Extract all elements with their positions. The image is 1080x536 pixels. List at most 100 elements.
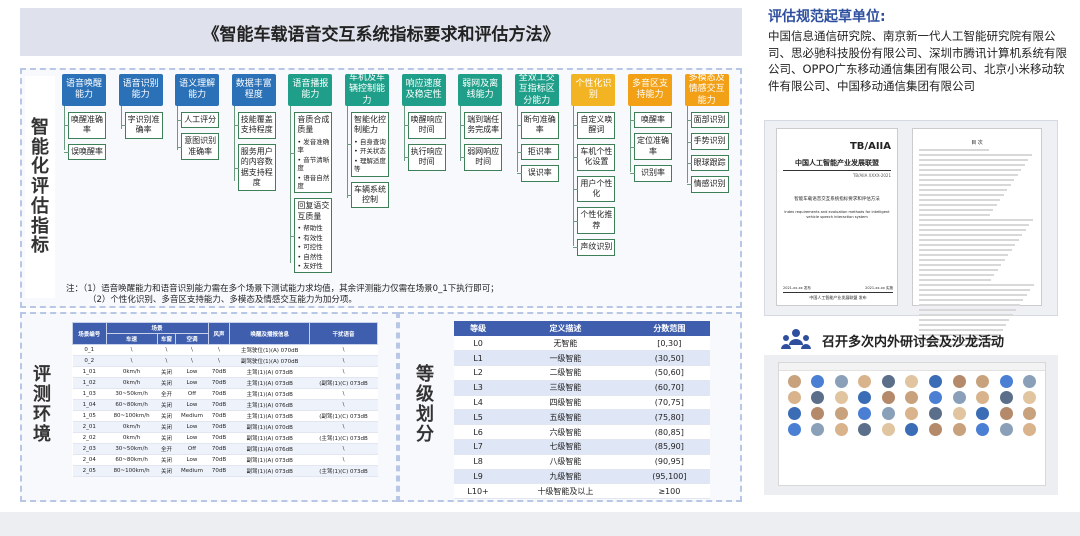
document-cover: TB/AIIA 中国人工智能产业发展联盟 TB/AIIA XXXX-2021 智… [776,128,898,306]
participant-avatar [881,407,895,420]
table-cell: 八级智能 [502,454,629,470]
section-title-char: 环 [33,404,51,425]
table-cell: 关闭 [157,399,176,411]
section-title-char: 分 [416,423,434,445]
indicator-sub-item: • 音节清晰度 [297,155,330,173]
table-cell: 0_1 [72,344,107,356]
table-cell: \ [208,344,230,356]
toc-lines [919,149,1035,346]
toc-line [919,149,989,151]
toc-line [919,224,1030,226]
table-cell: 主驾(1)(A) 073dB [229,366,310,378]
col-car-speed: 车速 [105,333,158,345]
indicators-section-title: 智能化评估指标 [25,76,55,298]
participant-avatar [787,407,801,420]
indicator-column: 数据丰富程度技能覆盖支持程度服务用户的内容数据支持程度 [231,74,276,196]
toc-line [919,214,990,216]
indicator-category: 多音区支持能力 [628,74,672,106]
drafters-text: 中国信息通信研究院、南京新一代人工智能研究院有限公司、思必驰科技股份有限公司、深… [768,29,1067,94]
table-cell: \ [106,355,158,367]
indicator-category: 多模态及情感交互能力 [684,73,729,106]
participant-avatar [858,407,872,420]
indicator-column: 语义理解能力人工评分意图识别准确率 [175,74,220,165]
table-cell: (70,75] [628,395,710,411]
table-cell: 60~80km/h [106,399,158,411]
indicator-item: 车辆系统控制 [347,181,389,209]
indicator-item: 技能覆盖支持程度 [233,112,276,139]
table-cell: 一级智能 [502,350,629,367]
table-cell: (副驾(1)(C) 073dB [309,377,378,389]
table-cell: 0_2 [72,355,107,367]
participant-avatar [976,391,990,404]
indicator-item: 断句准确率 [516,112,559,139]
table-cell: L9 [454,469,503,485]
participant-grid [779,371,1045,440]
table-cell: 70dB [208,465,230,477]
indicator-items: 唤醒准确率误唤醒率 [62,105,106,161]
environment-section-title: 评测环境 [28,340,56,470]
indicator-item: 音质合成质量• 发音准确率• 音节清晰度• 语音自然度 [290,112,333,194]
table-cell: 2_02 [72,432,107,444]
indicators-note: 注：（1）语音唤醒能力和语音识别能力需在多个场景下测试能力求均值，其余评测能力仅… [66,284,499,306]
participant-avatar [976,407,990,420]
levels-section-title: 等级划分 [410,340,440,470]
participant-avatar [787,423,801,436]
table-cell: 70dB [208,399,230,411]
table-cell: 2_03 [72,443,107,455]
participant-avatar [834,391,848,404]
participant-avatar [858,423,872,436]
indicator-category: 响应速度及稳定性 [401,74,446,106]
section-title-char: 级 [416,384,434,406]
indicator-column: 语音识别能力字识别准确率 [118,74,163,144]
table-cell: 关闭 [157,366,176,378]
table-cell: 主驾(1)(A) 073dB [229,388,310,400]
table-cell: \ [309,454,378,466]
indicator-category: 个性化识别 [571,74,616,106]
table-cell: Low [175,366,209,378]
indicator-column: 响应速度及稳定性唤醒响应时间执行响应时间 [401,74,446,176]
section-title-char: 指 [31,215,49,237]
table-cell: [0,30] [628,336,710,352]
table-cell: 六级智能 [502,424,629,441]
table-cell: 0km/h [106,377,158,389]
indicator-item: 执行响应时间 [403,143,446,171]
indicator-sub-item: • 自身查询 [354,137,386,146]
video-meeting-window [778,362,1046,486]
table-cell: (75,80] [628,409,710,426]
participant-avatar [811,407,825,420]
col-range: 分数范围 [628,321,710,336]
table-cell: 70dB [208,432,230,444]
table-cell: 七级智能 [502,439,629,455]
participant-avatar [811,391,825,404]
participant-avatar [858,375,872,388]
participant-avatar [976,375,990,388]
table-cell: 关闭 [157,421,176,433]
table-cell: L8 [454,454,503,470]
participant-avatar [929,391,943,404]
toc-line [919,194,1004,196]
toc-line [919,284,1034,286]
indicator-item: 唤醒率 [630,112,672,129]
toc-line [919,199,1001,201]
indicator-column: 多模态及情感交互能力面部识别手势识别眼球跟踪情感识别 [684,73,729,198]
table-cell: L1 [454,350,503,367]
section-title-char: 划 [416,404,434,425]
table-cell: 五级智能 [502,409,629,426]
toc-line [919,319,1010,321]
table-cell: \ [309,344,378,356]
table-cell: L2 [454,365,503,381]
toc-line [919,279,991,281]
indicator-sub-item: • 理解适度等 [354,156,386,174]
table-cell: 二级智能 [502,365,629,381]
table-cell: (主驾(1)(C) 073dB [309,432,378,444]
std-code: TB/AIIA [849,141,891,152]
table-cell: 关闭 [157,432,176,444]
table-cell: 九级智能 [502,469,629,485]
table-cell: (30,50] [628,350,710,367]
table-cell: 副驾驶位(1)(A) 070dB [229,355,310,367]
